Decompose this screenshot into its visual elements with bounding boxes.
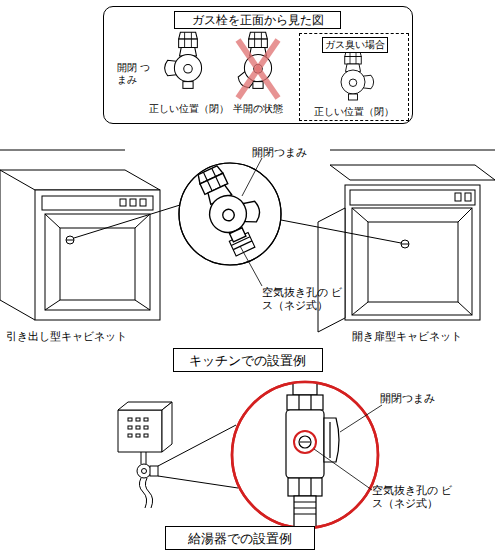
state-label: 正しい位置（閉） bbox=[146, 103, 232, 115]
valve-closeup bbox=[286, 375, 339, 536]
leader-line bbox=[281, 220, 401, 243]
state-label: 半開の状態 bbox=[226, 103, 290, 115]
cross-mark bbox=[238, 40, 278, 98]
alt-case-box: ガス臭い場合正しい位置（閉） bbox=[299, 33, 409, 121]
caption-text: キッチンでの設置例 bbox=[174, 353, 321, 369]
magnifier-circle bbox=[179, 163, 281, 265]
part-label: 空気抜き孔の ビス（ネジ式） bbox=[262, 286, 344, 312]
valve-closeup bbox=[191, 156, 276, 259]
leader-line bbox=[240, 246, 262, 286]
part-label: 開閉つまみ bbox=[252, 146, 326, 159]
part-label: 開閉つまみ bbox=[380, 392, 454, 405]
leader-line bbox=[340, 405, 382, 432]
caption-box: キッチンでの設置例 bbox=[173, 348, 323, 372]
part-label: 開閉 つまみ bbox=[117, 62, 153, 86]
leader-line bbox=[242, 158, 262, 196]
drawer-cabinet bbox=[0, 150, 160, 320]
leader-line bbox=[158, 425, 236, 466]
caption-box: 給湯器での設置例 bbox=[165, 526, 315, 550]
door-cabinet bbox=[318, 150, 495, 332]
state-label: 正しい位置（閉） bbox=[304, 106, 404, 118]
leader-line bbox=[74, 205, 180, 238]
cabinet-label: 引き出し型キャビネット bbox=[6, 330, 146, 343]
valve-closed-alt bbox=[341, 51, 374, 101]
leader-line bbox=[158, 476, 238, 488]
part-label: 空気抜き孔の ビス（ネジ式） bbox=[372, 484, 454, 510]
water-heater bbox=[118, 402, 172, 508]
valve-closed bbox=[165, 32, 202, 88]
case-heading: ガス臭い場合 bbox=[322, 37, 388, 53]
leader-line bbox=[314, 449, 372, 490]
panel-title: ガス栓を正面から見た図 bbox=[174, 11, 341, 29]
cabinet-label: 開き扉型キャビネット bbox=[352, 330, 482, 343]
caption-text: 給湯器での設置例 bbox=[166, 531, 313, 547]
